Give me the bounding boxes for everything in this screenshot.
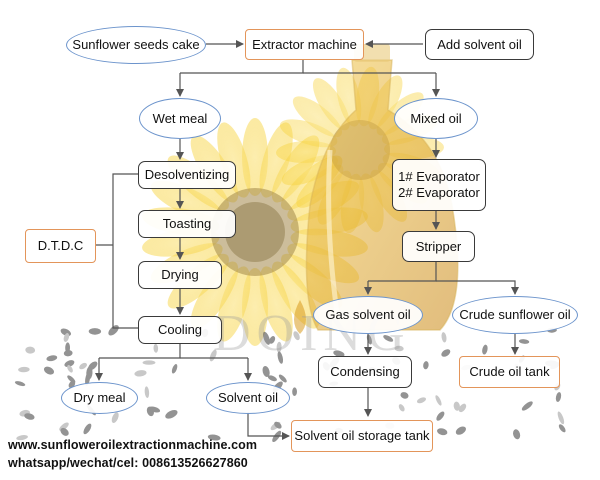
node-solvent-oil-storage-tank: Solvent oil storage tank [291, 420, 433, 452]
node-gas-solvent-oil: Gas solvent oil [313, 296, 423, 334]
arrow-cooling-split [99, 344, 181, 359]
node-label-evaporator-1: 1# Evaporator [398, 169, 480, 184]
node-mixed-oil: Mixed oil [394, 98, 478, 139]
node-solvent-oil: Solvent oil [206, 382, 290, 414]
node-label: Solvent oil [218, 390, 278, 405]
node-stripper: Stripper [402, 231, 475, 262]
node-label: Stripper [415, 238, 462, 254]
node-label: Dry meal [73, 390, 126, 405]
node-label: Toasting [162, 216, 212, 231]
node-label: Add solvent oil [437, 36, 522, 52]
node-add-solvent-oil: Add solvent oil [425, 29, 534, 60]
node-crude-oil-tank: Crude oil tank [459, 356, 560, 388]
node-label: D.T.D.C [37, 238, 84, 253]
node-condensing: Condensing [318, 356, 412, 388]
oil-droplet-image [294, 300, 306, 334]
node-label: Solvent oil storage tank [294, 428, 430, 443]
node-label-evaporator-2: 2# Evaporator [398, 185, 480, 200]
footer-contact: whatsapp/wechat/cel: 008613526627860 [8, 456, 248, 470]
node-cooling: Cooling [138, 316, 222, 344]
arrow-solvent-oil-to-storage [247, 412, 290, 440]
node-label: Crude oil tank [469, 364, 550, 379]
footer-website: www.sunfloweroilextractionmachine.com [8, 438, 258, 452]
node-dry-meal: Dry meal [61, 382, 138, 414]
arrow-extractor-split [180, 60, 304, 74]
node-label: Desolventizing [144, 167, 230, 182]
node-label: Crude sunflower oil [459, 307, 571, 322]
node-sunflower-seeds-cake: Sunflower seeds cake [66, 26, 206, 64]
node-drying: Drying [138, 261, 222, 289]
node-label: Cooling [157, 322, 203, 337]
node-label: Sunflower seeds cake [72, 37, 200, 52]
node-wet-meal: Wet meal [139, 98, 221, 139]
node-label: Drying [161, 267, 199, 282]
node-toasting: Toasting [138, 210, 236, 238]
node-evaporators: 1# Evaporator 2# Evaporator [392, 159, 486, 211]
node-label: Wet meal [152, 110, 208, 126]
arrow-to-crude-sunflower-oil [436, 280, 519, 295]
node-desolventizing: Desolventizing [138, 161, 236, 189]
arrow-stripper-split [368, 262, 437, 282]
node-extractor-machine: Extractor machine [245, 29, 364, 60]
node-label: Extractor machine [252, 36, 357, 52]
node-crude-sunflower-oil: Crude sunflower oil [452, 296, 578, 334]
node-dtdc: D.T.D.C [25, 229, 96, 263]
node-label: Condensing [330, 364, 400, 379]
node-label: Gas solvent oil [325, 307, 411, 322]
dtdc-bracket [112, 173, 138, 329]
node-label: Mixed oil [410, 110, 462, 126]
